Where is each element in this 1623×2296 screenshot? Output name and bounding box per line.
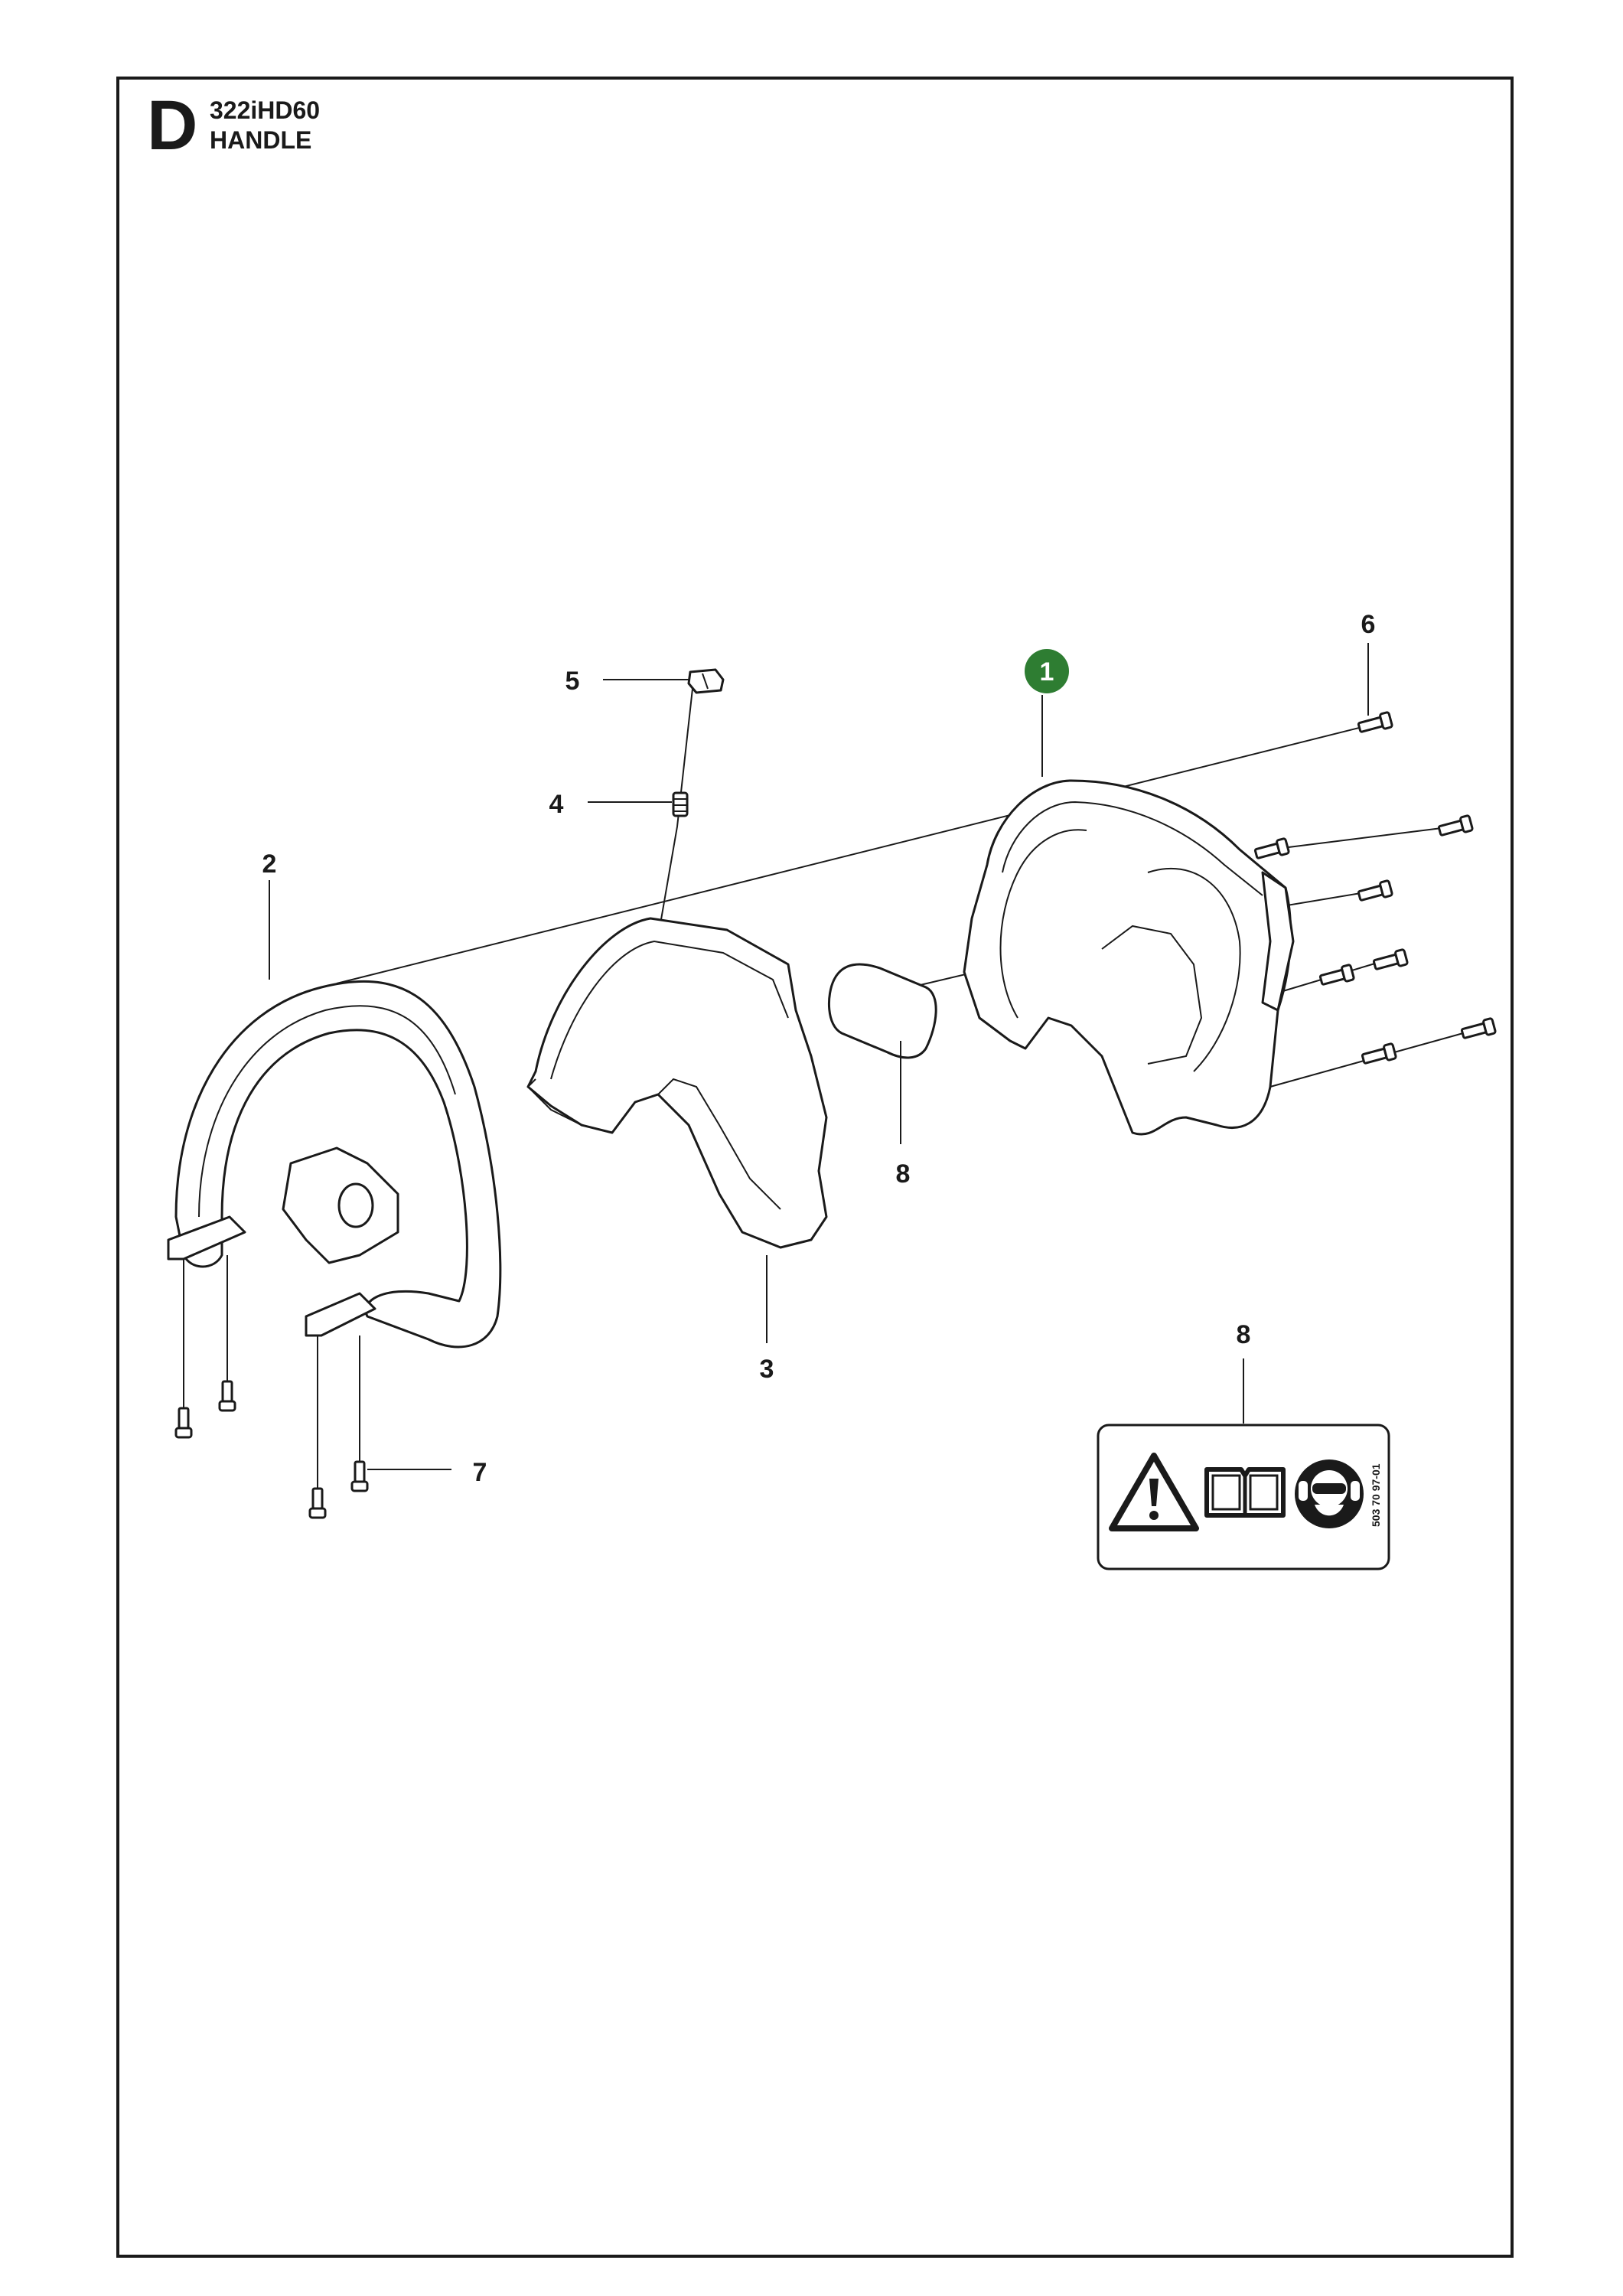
callout-3: 3 xyxy=(760,1355,774,1384)
part-1-handle-housing xyxy=(963,779,1295,1136)
warning-triangle-icon xyxy=(1109,1453,1199,1531)
callout-7: 7 xyxy=(473,1458,487,1487)
page-frame xyxy=(116,77,1514,2258)
callout-1: 1 xyxy=(1040,657,1054,687)
part-3-handle-bracket xyxy=(526,917,828,1249)
part-7-screws xyxy=(174,1255,369,1519)
callout-leaders xyxy=(269,643,1369,1470)
decal-part-number: 503 70 97-01 xyxy=(1370,1463,1382,1527)
callouts: 1 2 3 4 5 6 7 8 8 xyxy=(262,610,1376,1487)
section-letter: D xyxy=(147,86,198,165)
callout-6: 6 xyxy=(1361,610,1376,639)
model-number: 322iHD60 xyxy=(210,96,321,124)
section-title: HANDLE xyxy=(210,126,312,154)
part-2-front-handle xyxy=(167,980,502,1349)
part-8-decal-small xyxy=(827,963,937,1059)
callout-4: 4 xyxy=(549,790,564,819)
callout-8-decal: 8 xyxy=(1237,1320,1251,1349)
callout-1-badge xyxy=(1025,649,1069,693)
callout-8-part: 8 xyxy=(896,1159,911,1189)
part-4-spring xyxy=(672,791,689,817)
decal-detail: 503 70 97-01 xyxy=(1097,1424,1390,1570)
callout-5: 5 xyxy=(565,667,580,696)
ear-eye-protection-icon xyxy=(1295,1459,1364,1528)
part-5-clip xyxy=(687,668,725,694)
manual-book-icon xyxy=(1204,1467,1286,1518)
part-6-screws xyxy=(1253,711,1497,1065)
callout-2: 2 xyxy=(262,850,277,879)
